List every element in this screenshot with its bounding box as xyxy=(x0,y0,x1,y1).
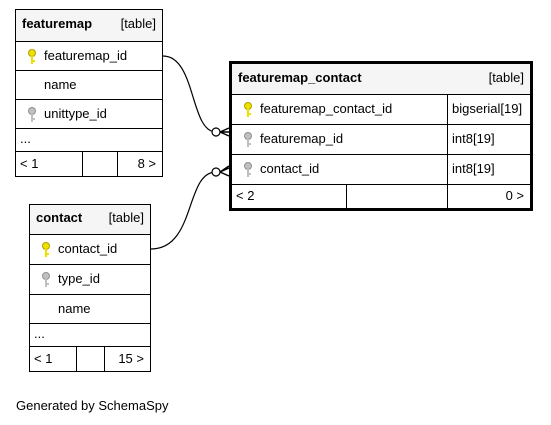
foreign-key-icon xyxy=(244,132,252,147)
column-name: featuremap_id xyxy=(44,48,128,63)
column-row[interactable]: featuremap_contact_id bigserial[19] xyxy=(232,95,530,125)
column-name: featuremap_id xyxy=(260,131,344,146)
primary-key-icon xyxy=(42,242,50,257)
column-type: bigserial[19] xyxy=(447,95,522,124)
column-row[interactable]: featuremap_id int8[19] xyxy=(232,125,530,155)
table-featuremap[interactable]: featuremap [table] featuremap_id name un… xyxy=(15,9,163,177)
column-row[interactable]: unittype_id xyxy=(16,100,162,129)
parents-count[interactable]: < 1 xyxy=(34,351,53,366)
table-kind: [table] xyxy=(120,16,156,31)
column-name: unittype_id xyxy=(44,106,107,121)
column-row[interactable]: type_id xyxy=(30,265,150,295)
foreign-key-icon xyxy=(42,272,50,287)
table-footer: < 1 15 > xyxy=(30,347,150,371)
children-count[interactable]: 0 > xyxy=(505,188,524,203)
children-count[interactable]: 15 > xyxy=(118,351,144,366)
parents-count[interactable]: < 2 xyxy=(236,188,255,203)
foreign-key-icon xyxy=(28,107,36,122)
column-name: featuremap_contact_id xyxy=(260,101,393,116)
foreign-key-icon xyxy=(244,162,252,177)
link-end-circle xyxy=(211,167,221,177)
table-header: featuremap [table] xyxy=(16,10,162,42)
table-kind: [table] xyxy=(108,210,144,225)
table-footer: < 1 8 > xyxy=(16,152,162,176)
table-kind: [table] xyxy=(488,70,524,85)
column-type: int8[19] xyxy=(447,155,495,184)
children-count[interactable]: 8 > xyxy=(137,156,156,171)
column-row[interactable]: contact_id int8[19] xyxy=(232,155,530,185)
table-name: featuremap xyxy=(22,16,93,31)
table-header: contact [table] xyxy=(30,205,150,235)
link-contact-to-contact-table xyxy=(150,171,217,250)
generated-by-label: Generated by SchemaSpy xyxy=(16,398,169,413)
column-type: int8[19] xyxy=(447,125,495,154)
column-row[interactable]: name xyxy=(30,295,150,324)
table-name: featuremap_contact xyxy=(238,70,362,85)
more-columns: ... xyxy=(16,129,162,152)
parents-count[interactable]: < 1 xyxy=(20,156,39,171)
column-name: name xyxy=(58,301,91,316)
link-end-circle xyxy=(211,127,221,137)
table-contact[interactable]: contact [table] contact_id type_id name … xyxy=(29,204,151,372)
crowfoot xyxy=(219,127,230,137)
primary-key-icon xyxy=(244,102,252,117)
table-featuremap-contact[interactable]: featuremap_contact [table] featuremap_co… xyxy=(229,61,533,211)
primary-key-icon xyxy=(28,49,36,64)
column-name: type_id xyxy=(58,271,100,286)
crowfoot xyxy=(219,165,230,177)
column-name: contact_id xyxy=(58,241,118,256)
column-row[interactable]: featuremap_id xyxy=(16,42,162,71)
table-name: contact xyxy=(36,210,83,225)
table-footer: < 2 0 > xyxy=(232,185,530,208)
column-row[interactable]: name xyxy=(16,71,162,100)
column-name: name xyxy=(44,77,77,92)
column-row[interactable]: contact_id xyxy=(30,235,150,265)
more-columns: ... xyxy=(30,324,150,347)
table-header: featuremap_contact [table] xyxy=(232,64,530,95)
link-featuremap-to-contact-table xyxy=(162,55,217,133)
column-name: contact_id xyxy=(260,161,320,176)
